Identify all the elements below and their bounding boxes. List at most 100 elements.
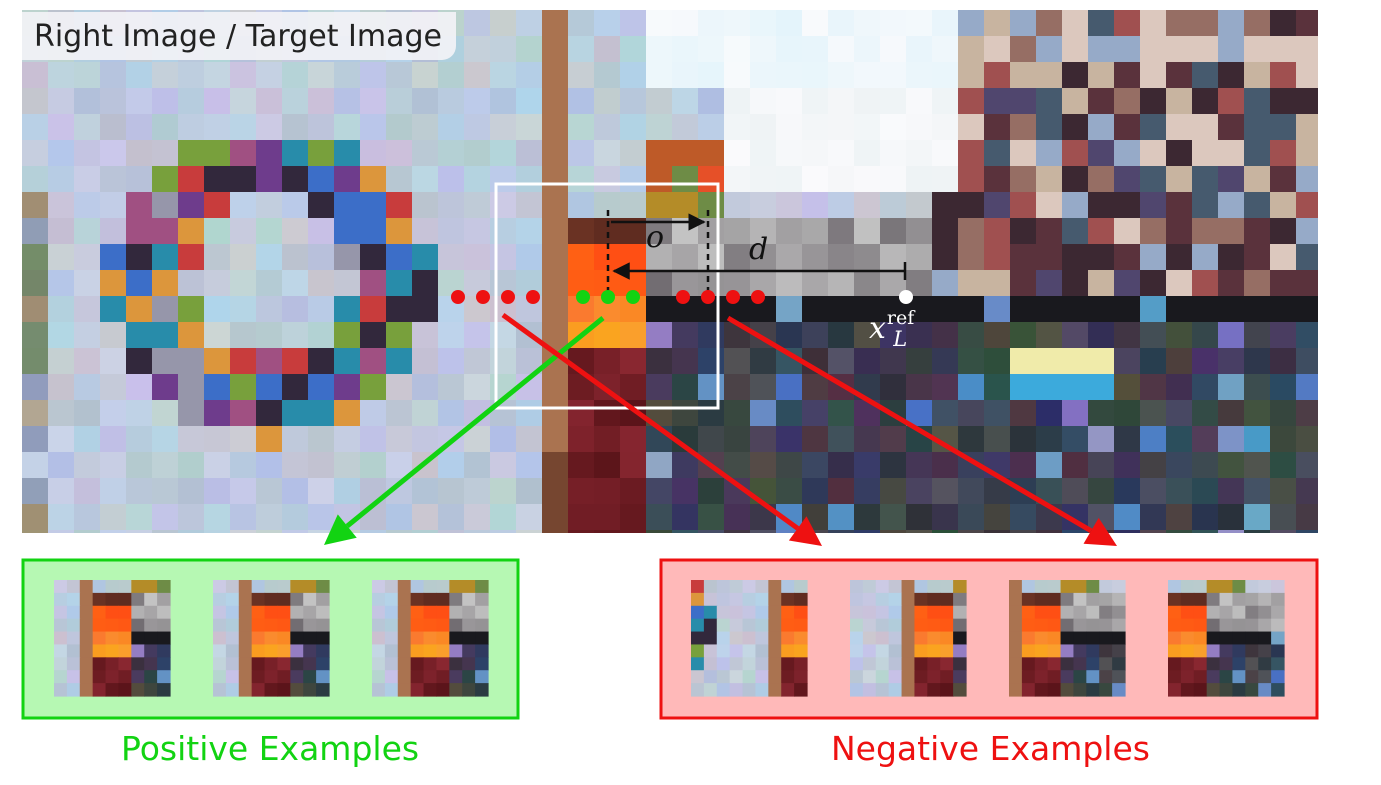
mosaic-cell (1192, 36, 1219, 63)
mosaic-cell (1088, 114, 1115, 141)
thumbnail-cell (742, 683, 757, 697)
thumbnail-cell (157, 592, 171, 607)
mosaic-cell (386, 426, 413, 453)
mosaic-cell (594, 504, 621, 531)
mosaic-cell (802, 114, 829, 141)
mosaic-cell (1036, 426, 1063, 453)
mosaic-cell (438, 88, 465, 115)
mosaic-cell (48, 452, 75, 479)
mosaic-cell (386, 244, 413, 271)
thumbnail-cell (397, 683, 412, 697)
thumbnail-cell (66, 644, 81, 658)
mosaic-cell (828, 426, 855, 453)
thumbnail-cell (1206, 605, 1221, 620)
mosaic-cell (1114, 504, 1141, 531)
mosaic-cell (282, 426, 309, 453)
thumbnail-cell (953, 657, 967, 671)
mosaic-cell (698, 62, 725, 89)
thumbnail-cell (277, 618, 291, 633)
mosaic-cell (854, 10, 881, 37)
mosaic-cell (828, 36, 855, 63)
mosaic-cell (152, 270, 179, 297)
thumbnail-cell (410, 580, 425, 594)
mosaic-cell (1062, 374, 1089, 401)
thumbnail-cell (316, 644, 330, 658)
mosaic-cell (1140, 270, 1167, 297)
mosaic-cell (1296, 140, 1318, 167)
mosaic-cell (1166, 452, 1193, 479)
thumbnail-cell (794, 644, 808, 658)
thumbnail-cell (436, 670, 450, 684)
mosaic-cell (204, 374, 231, 401)
thumbnail-cell (1168, 670, 1182, 684)
thumbnail-cell (1258, 605, 1272, 620)
mosaic-cell (360, 426, 387, 453)
thumbnail-cell (384, 580, 399, 594)
thumbnail-cell (1086, 631, 1100, 646)
thumbnail-cell (423, 592, 438, 607)
mosaic-cell (360, 244, 387, 271)
thumbnail-cell (303, 657, 317, 671)
mosaic-cell (542, 140, 569, 167)
mosaic-cell (412, 426, 439, 453)
thumbnail-cell (423, 605, 438, 620)
thumbnail-cell (927, 683, 941, 697)
mosaic-cell (1114, 192, 1141, 219)
mosaic-cell (802, 10, 829, 37)
thumbnail-cell (66, 631, 81, 646)
mosaic-cell (958, 166, 985, 193)
mosaic-cell (542, 62, 569, 89)
thumbnail-cell (225, 618, 240, 633)
thumbnail-cell (768, 631, 782, 646)
thumbnail-cell (264, 657, 279, 671)
thumbnail-cell (914, 657, 928, 671)
thumbnail-cell (397, 580, 412, 594)
mosaic-cell (1114, 426, 1141, 453)
mosaic-cell (464, 36, 491, 63)
reference-label: xrefL (869, 307, 927, 351)
mosaic-cell (1244, 270, 1271, 297)
mosaic-cell (152, 62, 179, 89)
mosaic-cell (776, 270, 803, 297)
mosaic-cell (1296, 10, 1318, 37)
mosaic-cell (906, 192, 933, 219)
thumbnail-cell (157, 580, 171, 594)
mosaic-cell (1010, 348, 1037, 375)
mosaic-cell (412, 88, 439, 115)
offset-label: o (646, 220, 665, 255)
thumbnail-cell (850, 631, 864, 646)
thumbnail-cell (316, 657, 330, 671)
thumbnail-cell (1099, 618, 1113, 633)
thumbnail-cell (953, 592, 967, 607)
thumbnail-cell (914, 580, 928, 594)
mosaic-cell (958, 426, 985, 453)
thumbnail-cell (927, 657, 941, 671)
thumbnail-cell (225, 657, 240, 671)
mosaic-cell (386, 400, 413, 427)
mosaic-cell (724, 244, 751, 271)
thumbnail-cell (1073, 631, 1087, 646)
mosaic-cell (464, 478, 491, 505)
mosaic-cell (256, 478, 283, 505)
thumbnail-cell (264, 580, 279, 594)
mosaic-cell (516, 140, 543, 167)
thumbnail-cell (264, 683, 279, 697)
mosaic-cell (22, 218, 49, 245)
mosaic-cell (230, 374, 257, 401)
negative-arrow-right (726, 315, 1117, 546)
mosaic-cell (1166, 270, 1193, 297)
thumbnail-cell (277, 580, 291, 594)
mosaic-cell (1036, 114, 1063, 141)
mosaic-cell (1166, 426, 1193, 453)
mosaic-cell (880, 36, 907, 63)
thumbnail-cell (1180, 605, 1195, 620)
thumbnail-cell (901, 683, 916, 697)
thumbnail-cell (850, 657, 864, 671)
mosaic-cell (360, 504, 387, 531)
thumbnail-cell (316, 580, 330, 594)
mosaic-cell (802, 374, 829, 401)
thumbnail-cell (397, 592, 412, 607)
thumbnail-cell (105, 592, 120, 607)
mosaic-cell (984, 348, 1011, 375)
mosaic-cell (932, 400, 959, 427)
